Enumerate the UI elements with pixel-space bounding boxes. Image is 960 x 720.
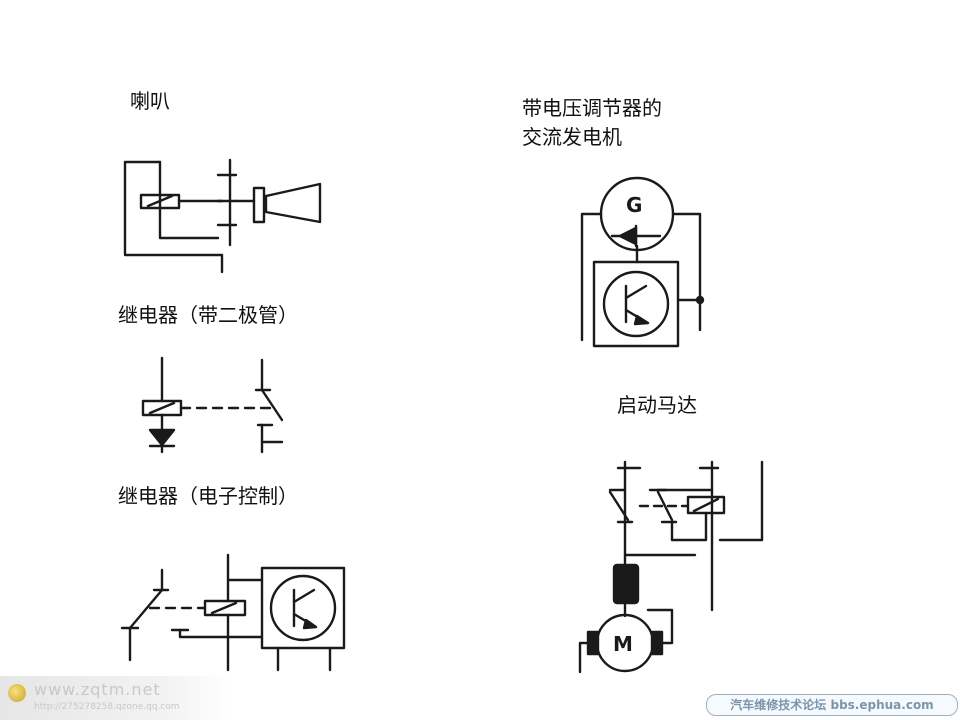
starter-symbol: M (578, 460, 764, 674)
alternator-label-line1: 带电压调节器的 (522, 96, 662, 120)
watermark-forum: 汽车维修技术论坛 bbs.ephua.com (706, 694, 958, 716)
alternator-label-line2: 交流发电机 (522, 125, 622, 149)
relay-electronic-label: 继电器（电子控制） (118, 484, 298, 508)
relay-electronic-symbol (120, 553, 346, 672)
generator-letter: G (626, 193, 642, 217)
watermark-url: http://275278258.qzone.qq.com (34, 702, 180, 712)
motor-letter: M (613, 632, 633, 656)
horn-label: 喇叭 (130, 89, 170, 113)
relay-diode-label: 继电器（带二极管） (118, 303, 298, 327)
alternator-symbol: G (580, 176, 705, 348)
watermark-left: www.zqtm.net http://275278258.qzone.qq.c… (0, 676, 230, 720)
watermark-site: www.zqtm.net (34, 680, 161, 699)
horn-symbol (123, 158, 322, 274)
relay-diode-symbol (141, 356, 284, 454)
starter-label: 启动马达 (617, 393, 697, 417)
site-logo-icon (8, 684, 26, 702)
